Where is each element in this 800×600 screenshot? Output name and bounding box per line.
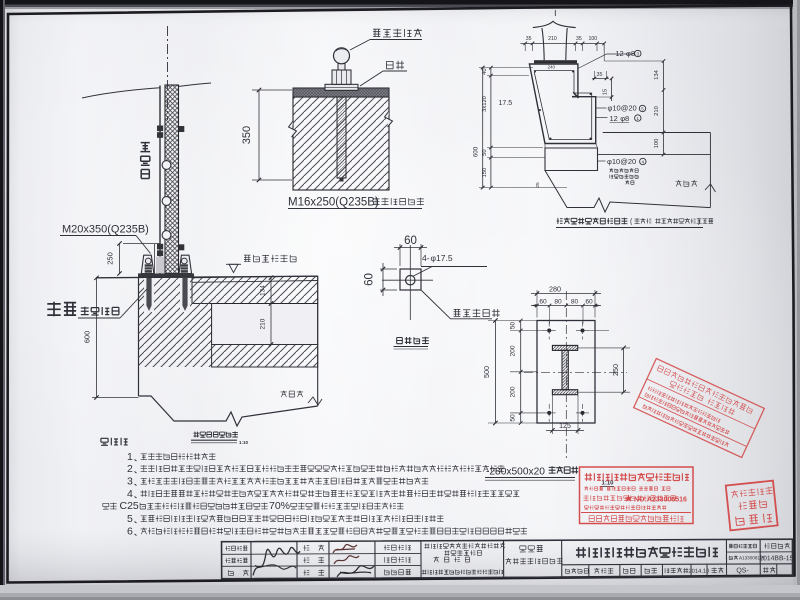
svg-text:50: 50	[510, 322, 517, 330]
svg-text:φ10@20: φ10@20	[607, 157, 636, 166]
svg-text:NO:A233006516: NO:A233006516	[634, 496, 687, 503]
svg-text:350: 350	[241, 126, 253, 144]
svg-text:35: 35	[576, 36, 582, 42]
svg-text:1:10: 1:10	[602, 481, 615, 487]
svg-text:150: 150	[482, 168, 488, 178]
svg-text:φ10@20: φ10@20	[608, 104, 637, 113]
svg-text:-280x500x20: -280x500x20	[486, 467, 545, 478]
svg-text:5: 5	[641, 107, 644, 112]
svg-text:80: 80	[571, 299, 579, 306]
svg-text:1:10: 1:10	[239, 440, 249, 445]
svg-text:φ17.5: φ17.5	[431, 253, 453, 263]
svg-text:3: 3	[637, 52, 640, 57]
svg-text:3: 3	[127, 475, 133, 487]
svg-text:200: 200	[510, 345, 517, 356]
svg-text:): )	[698, 219, 700, 226]
svg-text:4: 4	[127, 488, 133, 500]
svg-text:210: 210	[654, 106, 660, 116]
svg-text:A133006119: A133006119	[739, 555, 765, 560]
svg-text:600: 600	[473, 146, 480, 157]
svg-text:2: 2	[127, 463, 133, 475]
svg-text:250: 250	[611, 364, 620, 376]
svg-text:25: 25	[535, 182, 541, 188]
svg-text:5: 5	[127, 513, 133, 525]
svg-text:500: 500	[482, 366, 491, 378]
svg-text:250: 250	[106, 252, 115, 265]
svg-text:17.5: 17.5	[499, 100, 513, 107]
svg-text:35: 35	[526, 36, 532, 42]
svg-text:70%: 70%	[269, 500, 290, 512]
svg-text:80: 80	[554, 299, 562, 306]
svg-text:40: 40	[482, 68, 488, 74]
svg-text:QS-: QS-	[736, 567, 749, 574]
svg-text:4-: 4-	[422, 253, 430, 263]
svg-text:200: 200	[510, 386, 517, 397]
svg-text:(: (	[630, 219, 633, 226]
svg-text:1: 1	[637, 116, 640, 121]
svg-text:210: 210	[260, 318, 267, 329]
svg-text:60: 60	[404, 235, 417, 247]
svg-text:35: 35	[597, 72, 603, 78]
svg-text:600: 600	[83, 331, 92, 344]
svg-text:12: 12	[610, 114, 618, 123]
svg-text:4: 4	[642, 160, 645, 165]
svg-text:C25: C25	[120, 500, 139, 512]
svg-text:100: 100	[588, 36, 597, 42]
svg-text:100: 100	[654, 139, 660, 149]
svg-text:12: 12	[615, 49, 623, 58]
svg-text:φ8: φ8	[626, 49, 635, 58]
svg-text:2014BB-15: 2014BB-15	[759, 555, 793, 562]
svg-text:50: 50	[482, 149, 488, 155]
svg-text:60: 60	[585, 299, 593, 306]
svg-text:M16x250(Q235B): M16x250(Q235B)	[288, 197, 379, 209]
svg-text:210: 210	[548, 36, 557, 42]
svg-text:6: 6	[127, 525, 133, 537]
svg-text:134: 134	[260, 285, 267, 296]
svg-text:1: 1	[127, 451, 133, 463]
svg-text:60: 60	[364, 273, 376, 286]
svg-text:125: 125	[559, 423, 571, 430]
svg-text:60: 60	[539, 299, 547, 306]
svg-text:280: 280	[549, 285, 561, 294]
svg-text:M20x350(Q235B): M20x350(Q235B)	[62, 224, 149, 236]
svg-text:15: 15	[603, 89, 609, 95]
svg-text:134: 134	[654, 69, 660, 79]
svg-text:φ8: φ8	[620, 114, 629, 123]
svg-text:240: 240	[548, 64, 556, 69]
svg-text:2014.10: 2014.10	[688, 569, 709, 575]
svg-text:50: 50	[510, 414, 517, 422]
svg-text:3x120: 3x120	[482, 96, 488, 112]
